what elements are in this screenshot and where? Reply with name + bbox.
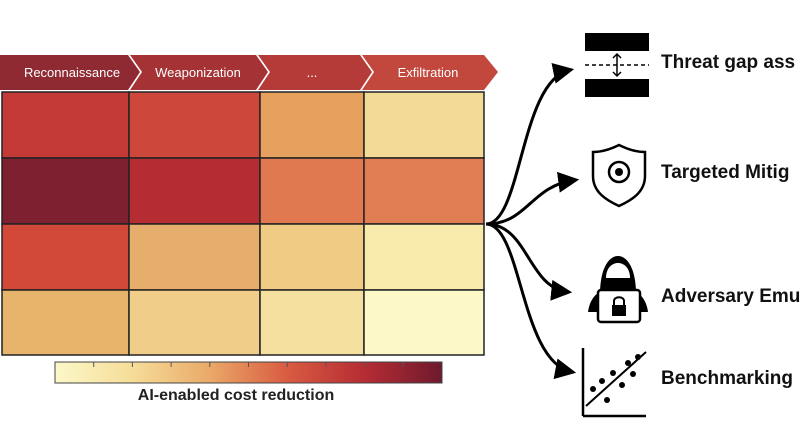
- arrow-to-threat-gap: [485, 63, 575, 226]
- heatmap-cell: [1, 91, 130, 159]
- stage-chevron-1: [0, 55, 140, 90]
- legend-label: AI-enabled cost reduction: [138, 387, 334, 404]
- heatmap-cell: [259, 157, 365, 225]
- threat-gap-icon: [585, 33, 649, 97]
- arrow-to-adversary-emulation: [485, 222, 573, 301]
- outcome-label-benchmarking: Benchmarking: [661, 368, 793, 389]
- heatmap-cell: [1, 223, 130, 291]
- arrow-to-benchmarking: [485, 222, 577, 380]
- outcome-label-adversary-emulation: Adversary Emu: [661, 286, 800, 307]
- heatmap-cell: [128, 157, 261, 225]
- heatmap-cell: [1, 157, 130, 225]
- scatter-plot-icon: [581, 348, 647, 418]
- stage-banner: Reconnaissance Weaponization ... Exfiltr…: [0, 55, 498, 90]
- heatmap-cell: [363, 91, 485, 159]
- heatmap-cell: [259, 91, 365, 159]
- outcome-label-targeted-mitigation: Targeted Mitig: [661, 162, 789, 183]
- heatmap-cell: [259, 223, 365, 291]
- stage-label-exfiltration: Exfiltration: [398, 65, 459, 80]
- stage-label-weaponization: Weaponization: [155, 65, 241, 80]
- stage-label-ellipsis: ...: [307, 65, 318, 80]
- heatmap-grid: [1, 91, 485, 356]
- branch-arrows: [485, 63, 580, 380]
- stage-chevron-4: [362, 55, 498, 90]
- heatmap-cell: [128, 91, 261, 159]
- heatmap-cell: [363, 223, 485, 291]
- heatmap-cell: [128, 289, 261, 356]
- hooded-hacker-icon: [588, 256, 648, 324]
- outcome-label-threat-gap: Threat gap ass: [661, 52, 795, 73]
- heatmap-cell: [363, 157, 485, 225]
- legend: AI-enabled cost reduction: [54, 361, 443, 404]
- heatmap-cell: [1, 289, 130, 356]
- shield-target-icon: [591, 143, 647, 208]
- stage-chevron-2: [130, 55, 268, 90]
- heatmap-cell: [128, 223, 261, 291]
- arrow-to-targeted-mitigation: [485, 171, 580, 226]
- stage-label-reconnaissance: Reconnaissance: [24, 65, 120, 80]
- stage-chevron-3: [258, 55, 372, 90]
- heatmap-cell: [363, 289, 485, 356]
- heatmap-cell: [259, 289, 365, 356]
